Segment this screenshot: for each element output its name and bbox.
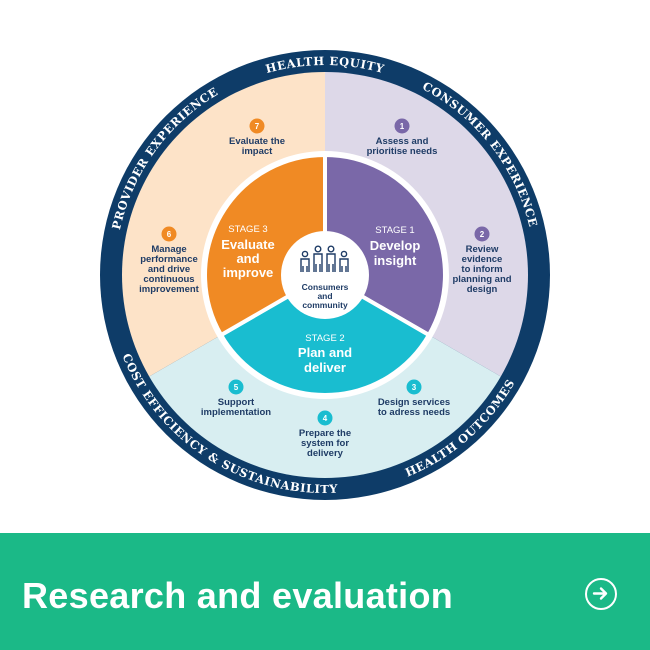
stage1-title-line1: Develop bbox=[370, 238, 421, 253]
step-number-badge bbox=[406, 379, 422, 395]
arrow-right-circle-icon[interactable] bbox=[585, 578, 617, 610]
banner-title[interactable]: Research and evaluation bbox=[22, 575, 454, 616]
step-number-badge bbox=[394, 118, 410, 134]
stage2-sector[interactable] bbox=[218, 272, 432, 397]
step-label-line: Review bbox=[466, 244, 499, 255]
stage1-label: STAGE 1 bbox=[375, 225, 414, 236]
stage3-title-line2: and bbox=[236, 251, 259, 266]
step-label-line: prioritise needs bbox=[367, 146, 438, 157]
step-number: 3 bbox=[412, 383, 417, 392]
step-label-line: system for bbox=[301, 438, 349, 449]
step-label-line: Assess and bbox=[376, 136, 429, 147]
step-label-line: Support bbox=[218, 397, 255, 408]
center-label-line2: and bbox=[317, 291, 332, 301]
step-number-badge bbox=[317, 410, 333, 426]
step-label-line: planning and bbox=[452, 274, 511, 285]
stage3-title-line3: improve bbox=[223, 265, 274, 280]
step-number: 6 bbox=[167, 230, 172, 239]
stage3-label: STAGE 3 bbox=[228, 224, 267, 235]
step-number-badge bbox=[474, 226, 490, 242]
stage2-title-line2: deliver bbox=[304, 360, 346, 375]
step-label-line: and drive bbox=[148, 264, 190, 275]
center-label-line1: Consumers bbox=[302, 282, 349, 292]
step-number: 1 bbox=[400, 122, 405, 131]
step-label-line: to inform bbox=[461, 264, 502, 275]
center-label-line3: community bbox=[302, 300, 348, 310]
step-number-badge bbox=[228, 379, 244, 395]
step-label-line: Prepare the bbox=[299, 428, 351, 439]
step-label-line: continuous bbox=[143, 274, 194, 285]
step-number: 5 bbox=[234, 383, 239, 392]
people-group-icon bbox=[300, 245, 349, 272]
step-label-line: Evaluate the bbox=[229, 136, 285, 147]
banner[interactable]: Research and evaluation bbox=[0, 533, 650, 650]
stage2-title-line1: Plan and bbox=[298, 345, 352, 360]
stage3-title-line1: Evaluate bbox=[221, 237, 274, 252]
step-number: 4 bbox=[323, 414, 328, 423]
step-number: 7 bbox=[255, 122, 260, 131]
step-number-badge bbox=[249, 118, 265, 134]
step-label-line: improvement bbox=[139, 284, 199, 295]
step-number: 2 bbox=[480, 230, 485, 239]
step-label-line: Manage bbox=[151, 244, 186, 255]
step-label-line: performance bbox=[140, 254, 198, 265]
step-label-line: delivery bbox=[307, 448, 344, 459]
research-cycle-diagram: HEALTH EQUITY CONSUMER EXPERIENCE PROVID… bbox=[100, 50, 550, 500]
step-label-line: impact bbox=[242, 146, 273, 157]
step-label-line: to adress needs bbox=[378, 407, 450, 418]
step-label-line: design bbox=[467, 284, 498, 295]
stage1-title-line2: insight bbox=[374, 253, 417, 268]
step-number-badge bbox=[161, 226, 177, 242]
step-label-line: Design services bbox=[378, 397, 450, 408]
step-label-line: implementation bbox=[201, 407, 271, 418]
stage2-label: STAGE 2 bbox=[305, 333, 344, 344]
step-label-line: evidence bbox=[462, 254, 503, 265]
